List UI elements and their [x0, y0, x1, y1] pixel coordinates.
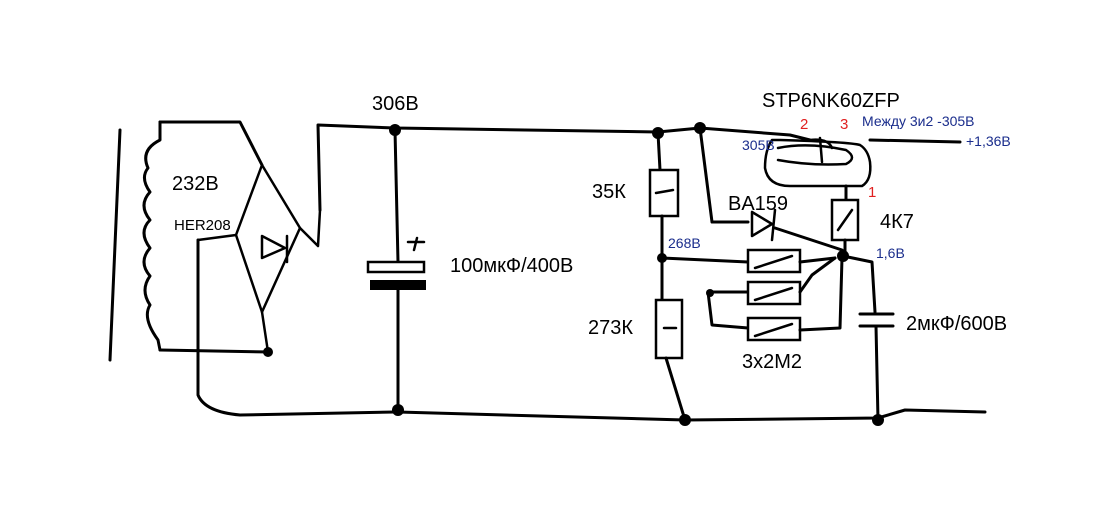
label-gate-voltage: 1,6В: [876, 245, 905, 261]
label-divider-voltage: 268В: [668, 235, 701, 251]
label-diode-bridge: HER208: [174, 217, 231, 234]
label-gate-resistor: 4К7: [880, 211, 914, 233]
transformer: [108, 120, 162, 362]
resistor-chain: [660, 248, 844, 342]
label-resistor-top: 35К: [592, 181, 626, 203]
label-resistor-chain: 3х2М2: [742, 351, 802, 373]
label-pin-2: 2: [800, 116, 808, 133]
resistor-divider: [648, 131, 687, 422]
gate-capacitor: [841, 254, 895, 422]
wiring-transformer-bridge: [158, 120, 397, 417]
transistor-mosfet: [763, 136, 872, 202]
label-voltage-note-2: +1,36В: [966, 133, 1011, 149]
main-capacitor: [366, 128, 426, 416]
ground-rail: [396, 408, 987, 426]
label-gate-capacitor: 2мкФ/600В: [906, 313, 1007, 335]
label-bus-voltage: 306В: [372, 93, 419, 115]
label-main-capacitor: 100мкФ/400В: [450, 255, 573, 277]
label-drain-voltage: 305В: [742, 137, 775, 153]
main-bus: [316, 122, 962, 212]
bridge-rectifier: [196, 163, 322, 357]
label-diode: BA159: [728, 193, 788, 215]
label-transistor: STP6NK60ZFP: [762, 90, 900, 112]
gate-resistor: [830, 198, 860, 262]
label-voltage-note: Между 3и2 -305В: [862, 113, 975, 129]
label-pin-3: 3: [840, 116, 848, 133]
label-resistor-bottom: 273К: [588, 317, 633, 339]
label-pin-1: 1: [868, 184, 876, 201]
diode-ba159: [698, 126, 844, 252]
label-transformer-voltage: 232В: [172, 173, 219, 195]
